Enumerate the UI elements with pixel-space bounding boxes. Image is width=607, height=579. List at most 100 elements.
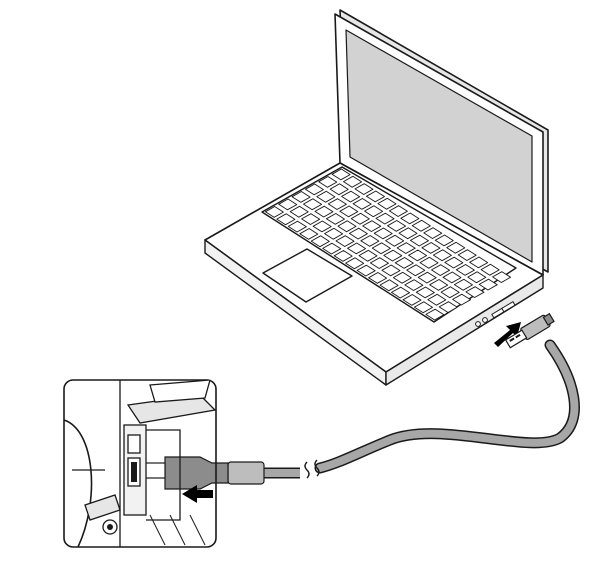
keyboard-key: [278, 198, 298, 211]
laptop-insert-arrow-icon: [494, 322, 521, 347]
keyboard-key: [377, 197, 397, 210]
keyboard-key: [325, 213, 345, 225]
keyboard-key: [356, 264, 376, 277]
keyboard-key: [411, 219, 431, 232]
keyboard-key: [388, 205, 408, 217]
micro-usb-plug: [144, 456, 265, 490]
laptop-usb-port-2: [501, 301, 516, 313]
keyboard-key: [291, 191, 311, 203]
keyboard-key: [364, 205, 384, 218]
keyboard-key: [442, 271, 462, 284]
keyboard-key: [402, 294, 422, 306]
keyboard-key: [345, 257, 365, 270]
cable-break-icon: [304, 459, 320, 479]
keyboard-key: [440, 286, 460, 299]
keyboard-key: [339, 205, 359, 218]
keyboard-key: [348, 227, 368, 240]
keyboard-key: [333, 250, 353, 262]
keyboard-key: [478, 278, 498, 291]
keyboard-key: [381, 264, 401, 277]
keyboard-keys: [264, 168, 512, 321]
keyboard-key: [431, 264, 451, 276]
keyboard-key: [427, 293, 447, 306]
keyboard-key: [383, 249, 403, 262]
keyboard-key: [343, 175, 363, 188]
keyboard-key: [375, 212, 395, 225]
keyboard-key: [469, 256, 489, 269]
keyboard-key: [360, 235, 380, 247]
keyboard-key: [455, 264, 475, 276]
laptop-base-side: [385, 274, 544, 386]
keyboard-key: [379, 279, 399, 292]
keyboard-key: [347, 242, 367, 255]
keyboard-key: [480, 263, 500, 276]
keyboard-key: [408, 249, 428, 262]
keyboard-key: [371, 242, 391, 255]
keyboard-key: [312, 220, 332, 233]
keyboard-key: [438, 301, 458, 313]
keyboard-key: [358, 249, 378, 262]
keyboard-key: [304, 183, 324, 196]
keyboard-key: [429, 279, 449, 291]
keyboard-key: [392, 271, 412, 284]
keyboard-key: [492, 271, 512, 283]
keyboard-key: [276, 213, 296, 226]
keyboard-key: [303, 198, 323, 211]
keyboard-key: [329, 183, 349, 196]
keyboard-key: [327, 198, 347, 210]
keyboard-key: [289, 205, 309, 218]
keyboard-key: [400, 212, 420, 225]
keyboard-key: [322, 242, 342, 255]
keyboard-key: [341, 190, 361, 203]
keyboard-key: [310, 235, 330, 248]
keyboard-key: [413, 301, 433, 314]
keyboard-key: [287, 220, 307, 233]
keyboard-key: [467, 271, 487, 284]
camera-insert-arrow-icon: [182, 485, 213, 503]
laptop-icon: [204, 9, 549, 386]
keyboard-key: [425, 308, 445, 321]
laptop-keyboard: [261, 166, 517, 323]
keyboard-key: [324, 227, 344, 240]
keyboard-key: [398, 227, 418, 240]
keyboard-key: [316, 190, 336, 203]
keyboard-key: [331, 168, 351, 181]
keyboard-key: [350, 212, 370, 225]
keyboard-key: [465, 286, 485, 298]
keyboard-key: [354, 183, 374, 195]
keyboard-key: [335, 235, 355, 247]
usb-cable-icon: [144, 312, 580, 490]
keyboard-key: [453, 278, 473, 291]
keyboard-key: [406, 264, 426, 277]
inset-frame: [63, 379, 217, 548]
keyboard-key: [415, 286, 435, 299]
keyboard-key: [391, 286, 411, 299]
keyboard-key: [362, 220, 382, 232]
keyboard-key: [318, 176, 338, 188]
keyboard-key: [368, 272, 388, 284]
keyboard-key: [369, 257, 389, 269]
keyboard-key: [444, 256, 464, 269]
keyboard-key: [421, 242, 441, 254]
keyboard-key: [352, 198, 372, 210]
keyboard-key: [314, 205, 334, 218]
keyboard-key: [457, 249, 477, 261]
usb-a-plug: [504, 312, 555, 349]
camera-port-icon: [64, 380, 216, 547]
laptop-audio-port-1: [475, 321, 481, 327]
keyboard-key: [417, 271, 437, 284]
keyboard-key: [452, 293, 472, 306]
keyboard-key: [446, 241, 466, 254]
keyboard-key: [432, 249, 452, 262]
keyboard-key: [301, 213, 321, 225]
keyboard-key: [396, 242, 416, 254]
laptop-audio-port-2: [482, 317, 488, 323]
keyboard-key: [385, 234, 405, 247]
keyboard-key: [409, 234, 429, 247]
keyboard-key: [394, 257, 414, 269]
laptop-screen: [345, 29, 533, 263]
camera-inset: [63, 379, 217, 548]
keyboard-key: [434, 234, 454, 247]
